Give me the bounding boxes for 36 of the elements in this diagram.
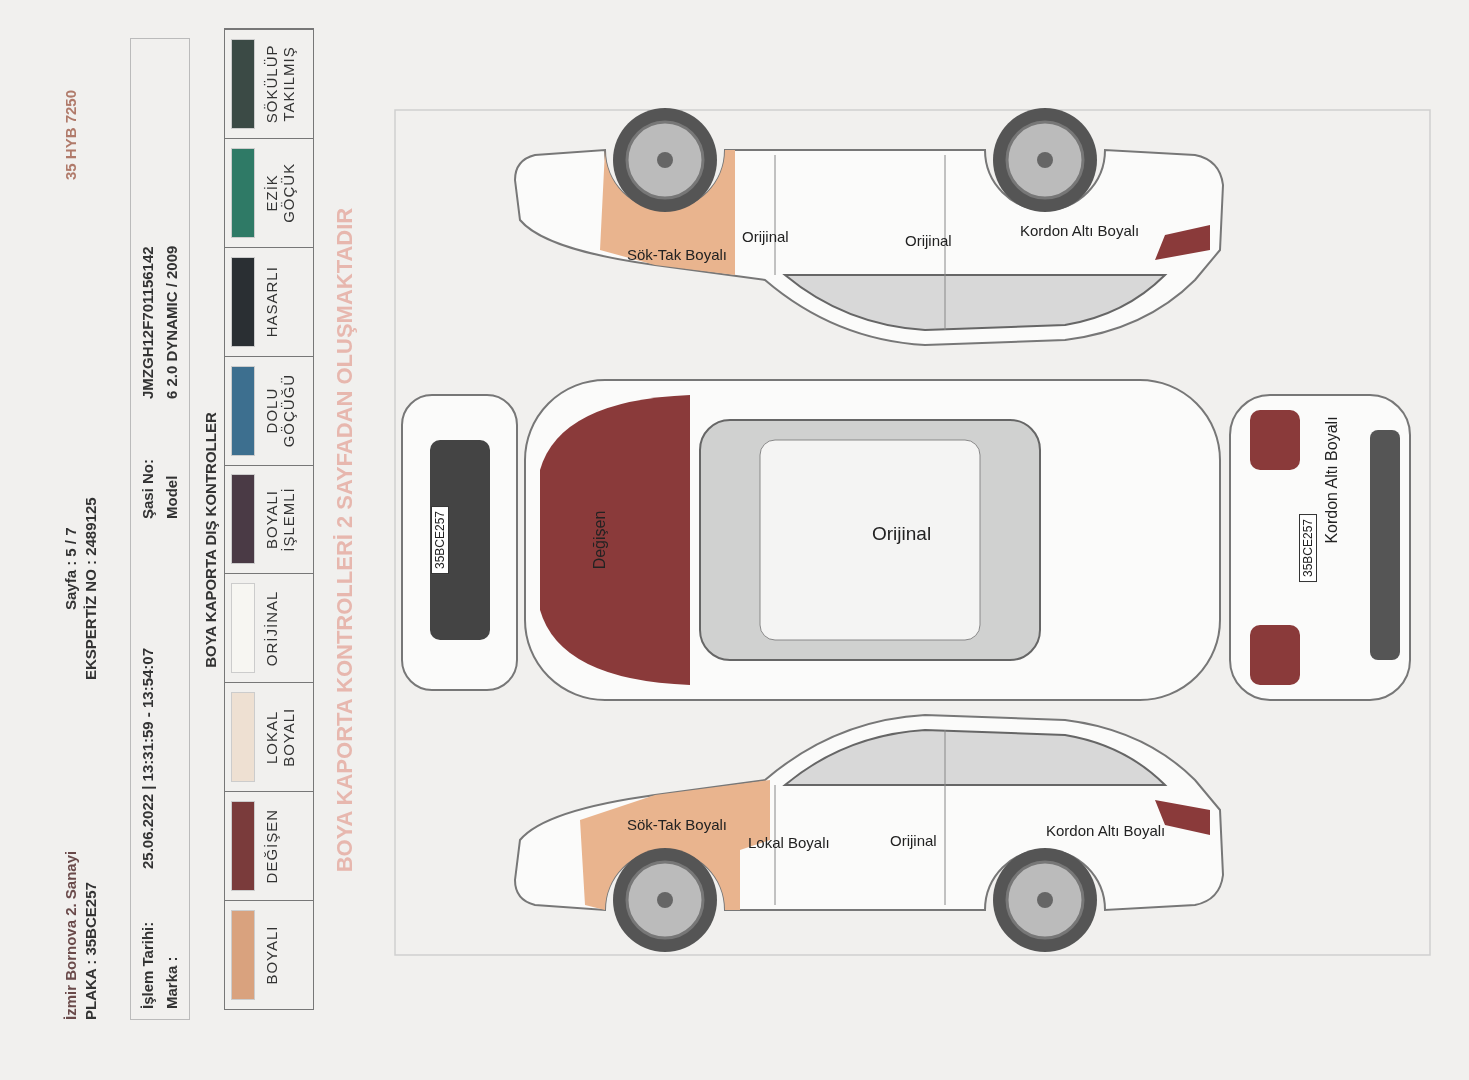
legend-label: ORİJİNAL (263, 590, 280, 667)
table-cell: Şasi No: (139, 459, 156, 519)
report-number: EKSPERTİZ NO : 2489125 (82, 497, 99, 680)
legend-label: EZİK GÖÇÜK (263, 162, 297, 223)
table-cell: Model (163, 475, 180, 519)
panel-label: Orijinal (872, 523, 932, 545)
table-cell: İşlem Tarihi: (139, 921, 156, 1009)
panel-label: Kordon Altı Boyalı (1020, 222, 1140, 239)
panel-label: Orijinal (905, 232, 952, 249)
panel-label: Lokal Boyalı (748, 834, 830, 851)
location-text: İzmir Bornova 2. Sanayi (62, 850, 79, 1020)
legend-label: LOKAL BOYALI (263, 707, 297, 767)
license-plate: 35BCE257 (431, 506, 449, 574)
panel-label: Orijinal (890, 832, 937, 849)
footer-note: BOYA KAPORTA KONTROLLERİ 2 SAYFADAN OLUŞMAKTADIR (332, 206, 358, 875)
page-number: Sayfa : 5 / 7 (62, 527, 79, 610)
table-cell: 25.06.2022 | 13:31:59 - 13:54:07 (139, 647, 156, 869)
legend-label: DEĞİŞEN (263, 808, 280, 884)
table-cell: Marka : (163, 956, 180, 1009)
legend-label: BOYALI (263, 925, 280, 985)
panel-label: Kordon Altı Boyalı (1046, 822, 1166, 839)
license-plate: 35BCE257 (1299, 514, 1317, 582)
legend-label: HASARLI (263, 266, 280, 338)
table-cell: 6 2.0 DYNAMIC / 2009 (163, 245, 180, 399)
panel-label: Sök-Tak Boyalı (627, 816, 728, 833)
panel-label: Değişen (591, 510, 609, 570)
panel-label: Sök-Tak Boyalı (627, 246, 728, 263)
reference-number: 35 HYB 7250 (62, 89, 79, 180)
panel-label: Orijinal (742, 228, 789, 245)
legend-label: DOLU GÖÇÜĞÜ (263, 373, 297, 448)
legend-label: SÖKÜLÜP TAKILMIŞ (263, 44, 297, 124)
legend-label: BOYALI İŞLEMLİ (263, 487, 297, 552)
panel-label: Kordon Altı Boyalı (1323, 416, 1341, 544)
section-heading: BOYA KAPORTA DIŞ KONTROLLER (202, 411, 219, 670)
plate-text: PLAKA : 35BCE257 (82, 882, 99, 1020)
table-cell: JMZGH12F701156142 (139, 246, 156, 399)
